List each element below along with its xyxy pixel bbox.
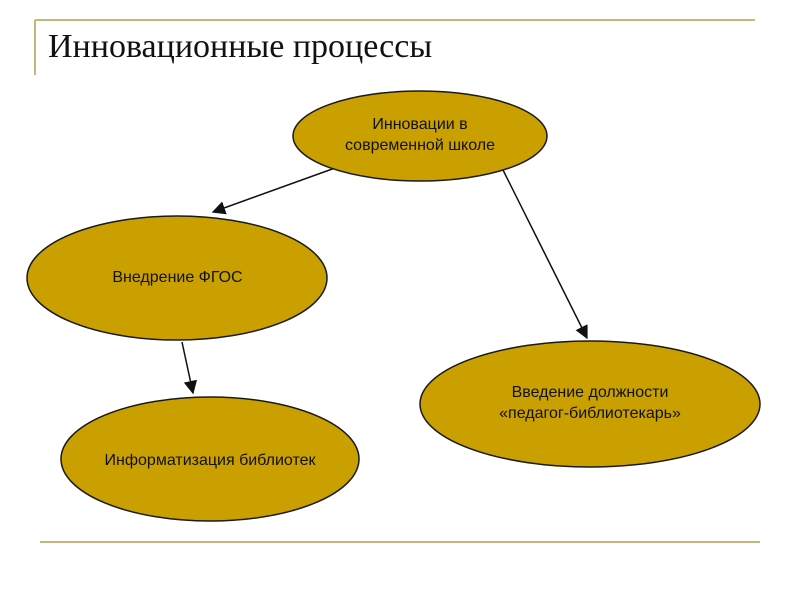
node-teacher-librarian-position [419,340,761,468]
edge-n2-n4 [181,341,198,395]
edge-n1-n3 [501,167,588,340]
node-library-informatization [60,396,360,522]
node-fgos-implementation [26,215,328,341]
edge-n1-n2 [211,167,336,215]
page-title: Инновационные процессы [48,28,433,65]
node-innovations-modern-school [292,90,548,182]
